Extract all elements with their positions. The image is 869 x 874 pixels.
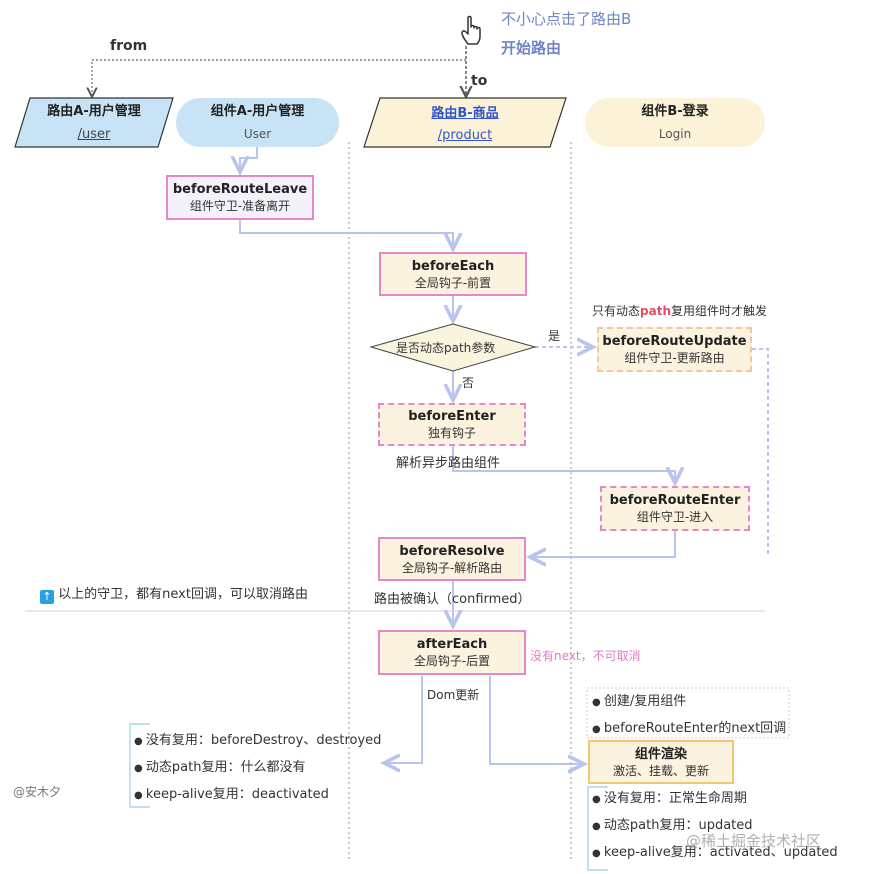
route-b-path: /product	[437, 127, 493, 143]
decision-diamond	[369, 323, 537, 372]
before-route-update-title: beforeRouteUpdate	[602, 334, 747, 349]
route-b-shape	[363, 97, 567, 148]
lifecycle-list-item: 没有复用：正常生命周期	[592, 786, 838, 813]
author-label: @安木夕	[13, 785, 62, 799]
before-route-enter-node: beforeRouteEnter 组件守卫-进入	[600, 486, 750, 531]
render-node: 组件渲染 激活、挂载、更新	[588, 740, 734, 784]
dom-update-label: Dom更新	[427, 688, 480, 702]
update-note-highlight: path	[640, 304, 671, 318]
before-resolve-title: beforeResolve	[399, 543, 505, 559]
before-route-enter-desc: 组件守卫-进入	[636, 510, 714, 524]
cancel-note: ↑ 以上的守卫，都有next回调，可以取消路由	[40, 583, 308, 604]
arrow-update-to-resolve	[752, 348, 769, 557]
component-a-header: 组件A-用户管理 User	[176, 98, 339, 147]
update-note-prefix: 只有动态	[592, 304, 641, 318]
create-list-item: beforeRouteEnter的next回调	[592, 716, 786, 743]
before-route-enter-title: beforeRouteEnter	[609, 493, 741, 508]
before-each-desc: 全局钩子-前置	[414, 275, 492, 290]
confirmed-label: 路由被确认（confirmed）	[374, 592, 531, 607]
pointing-hand-icon	[461, 15, 481, 45]
arrow-to-render	[489, 676, 584, 764]
decision-yes-label: 是	[548, 329, 561, 343]
destroy-list-item: keep-alive复用：deactivated	[134, 782, 381, 809]
component-a-name: User	[243, 127, 272, 141]
route-b-header: 路由B-商品 /product	[372, 98, 558, 147]
render-title: 组件渲染	[634, 746, 687, 762]
component-b-title: 组件B-登录	[641, 104, 709, 119]
before-route-leave-desc: 组件守卫-准备离开	[189, 199, 291, 213]
lifecycle-list-item: keep-alive复用：activated、updated	[592, 840, 838, 867]
up-arrow-icon: ↑	[40, 590, 54, 604]
create-list-item: 创建/复用组件	[592, 689, 786, 716]
to-label: to	[471, 73, 488, 89]
component-b-header: 组件B-登录 Login	[585, 98, 765, 147]
decision-no-label: 否	[462, 376, 475, 390]
before-enter-node: beforeEnter 独有钩子	[378, 403, 526, 446]
before-route-leave-node: beforeRouteLeave 组件守卫-准备离开	[166, 175, 314, 220]
arrow-to-before-route-enter	[452, 446, 675, 483]
arrow-to-destroy-list	[384, 676, 423, 763]
start-route-note: 开始路由	[501, 39, 562, 57]
component-b-name: Login	[658, 127, 692, 141]
from-arrow	[92, 59, 466, 97]
update-note: 只有动态path复用组件时才触发	[592, 302, 767, 319]
before-route-leave-title: beforeRouteLeave	[172, 182, 308, 197]
route-b-title: 路由B-商品	[431, 105, 499, 121]
lifecycle-list: 没有复用：正常生命周期 动态path复用：updated keep-alive复…	[592, 786, 838, 867]
after-each-node: afterEach 全局钩子-后置	[378, 630, 526, 675]
before-enter-title: beforeEnter	[408, 409, 496, 424]
arrow-to-before-route-leave	[240, 147, 258, 172]
before-route-update-node: beforeRouteUpdate 组件守卫-更新路由	[597, 327, 752, 372]
before-each-node: beforeEach 全局钩子-前置	[379, 252, 527, 296]
no-next-note: 没有next，不可取消	[530, 649, 641, 663]
destroy-list: 没有复用：beforeDestroy、destroyed 动态path复用：什么…	[134, 728, 382, 809]
cancel-note-text: 以上的守卫，都有next回调，可以取消路由	[58, 587, 308, 602]
before-route-update-desc: 组件守卫-更新路由	[624, 351, 725, 365]
from-label: from	[110, 38, 148, 54]
decision-text: 是否动态path参数	[396, 341, 496, 355]
before-each-title: beforeEach	[411, 258, 495, 274]
render-desc: 激活、挂载、更新	[612, 763, 709, 778]
destroy-list-item: 没有复用：beforeDestroy、destroyed	[134, 728, 382, 755]
watermark: @稀土掘金技术社区	[686, 832, 822, 850]
before-enter-desc: 独有钩子	[427, 426, 476, 440]
after-each-title: afterEach	[416, 637, 488, 652]
component-a-title: 组件A-用户管理	[210, 104, 305, 119]
route-a-shape	[14, 97, 174, 148]
update-note-suffix: 复用组件时才触发	[670, 304, 767, 318]
arrow-enter-to-resolve	[530, 531, 676, 557]
destroy-list-item: 动态path复用：什么都没有	[134, 755, 381, 782]
create-list: 创建/复用组件 beforeRouteEnter的next回调	[592, 689, 786, 743]
click-note: 不小心点击了路由B	[501, 10, 632, 28]
before-resolve-desc: 全局钩子-解析路由	[401, 560, 503, 575]
before-resolve-node: beforeResolve 全局钩子-解析路由	[378, 537, 526, 581]
route-a-title: 路由A-用户管理	[47, 103, 141, 119]
route-a-path: /user	[77, 126, 111, 142]
lifecycle-list-item: 动态path复用：updated	[592, 813, 838, 840]
after-each-desc: 全局钩子-后置	[413, 654, 491, 668]
route-a-header: 路由A-用户管理 /user	[22, 98, 166, 147]
resolve-async-label: 解析异步路由组件	[396, 456, 501, 471]
arrow-to-before-each	[239, 220, 453, 249]
